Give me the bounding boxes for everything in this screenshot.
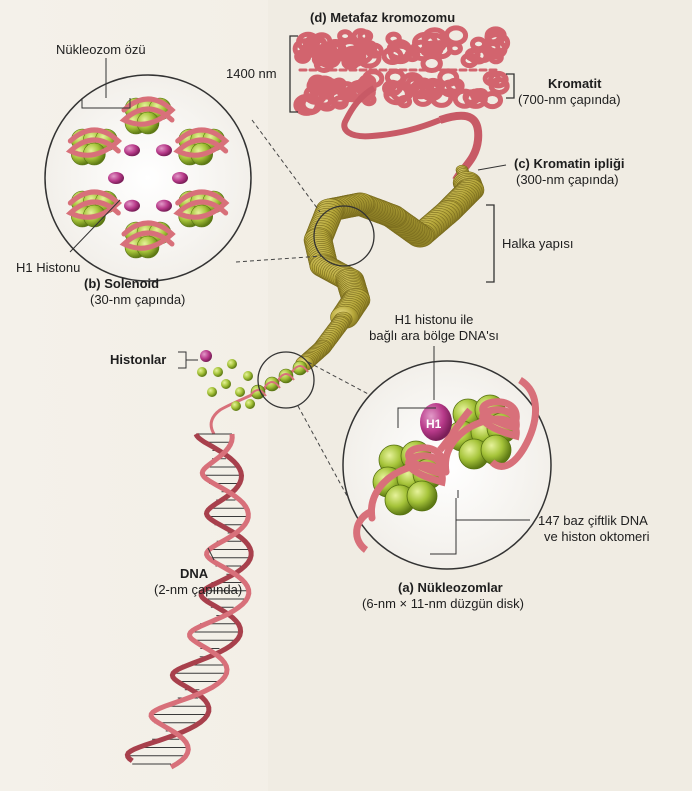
- label-1400nm: 1400 nm: [226, 66, 277, 82]
- label-147bp-2: ve histon oktomeri: [544, 529, 650, 545]
- label-solenoid-sub: (30-nm çapında): [90, 292, 185, 308]
- label-dna-sub: (2-nm çapında): [154, 582, 242, 598]
- histone-bead: [235, 387, 245, 397]
- solenoid-inset: [45, 75, 251, 281]
- histone-bead: [243, 371, 253, 381]
- label-histonlar: Histonlar: [110, 352, 166, 368]
- bracket-histonlar: [178, 352, 186, 368]
- h1-tag: H1: [426, 416, 441, 432]
- h1-histone: [172, 172, 188, 184]
- histone-bead: [227, 359, 237, 369]
- label-solenoid: (b) Solenoid: [84, 276, 159, 292]
- h1-histone: [156, 144, 172, 156]
- label-kromatin-ipligi: (c) Kromatin ipliği: [514, 156, 625, 172]
- label-nukleozomlar: (a) Nükleozomlar: [398, 580, 503, 596]
- scattered-histones: [197, 350, 255, 411]
- label-kromatin-sub: (300-nm çapında): [516, 172, 619, 188]
- label-dna: DNA: [180, 566, 208, 582]
- histone-bead: [213, 367, 223, 377]
- label-h1-histonu: H1 Histonu: [16, 260, 80, 276]
- histone-bead: [245, 399, 255, 409]
- nukleozom-inset: [343, 361, 551, 569]
- label-nukleozom-ozu: Nükleozom özü: [56, 42, 146, 58]
- h1-histone: [200, 350, 212, 362]
- dna-strand-front: [151, 434, 249, 767]
- label-h1-ile-2: bağlı ara bölge DNA'sı: [356, 328, 512, 344]
- label-halka: Halka yapısı: [502, 236, 574, 252]
- label-kromatit-sub: (700-nm çapında): [518, 92, 621, 108]
- histone-octamer-subunit: [481, 435, 511, 465]
- histone-bead: [231, 401, 241, 411]
- histone-bead: [221, 379, 231, 389]
- histone-bead: [197, 367, 207, 377]
- label-147bp-1: 147 baz çiftlik DNA: [538, 513, 648, 529]
- h1-histone: [156, 200, 172, 212]
- metafaz-title: (d) Metafaz kromozomu: [310, 10, 455, 26]
- label-kromatit: Kromatit: [548, 76, 601, 92]
- histone-bead: [207, 387, 217, 397]
- label-nukleozomlar-sub: (6-nm × 11-nm düzgün disk): [362, 596, 524, 612]
- dna-double-helix: [127, 434, 251, 767]
- h1-histone: [108, 172, 124, 184]
- h1-histone: [124, 144, 140, 156]
- h1-histone: [124, 200, 140, 212]
- histone-octamer-subunit: [407, 481, 437, 511]
- label-h1-ile-1: H1 histonu ile: [372, 312, 496, 328]
